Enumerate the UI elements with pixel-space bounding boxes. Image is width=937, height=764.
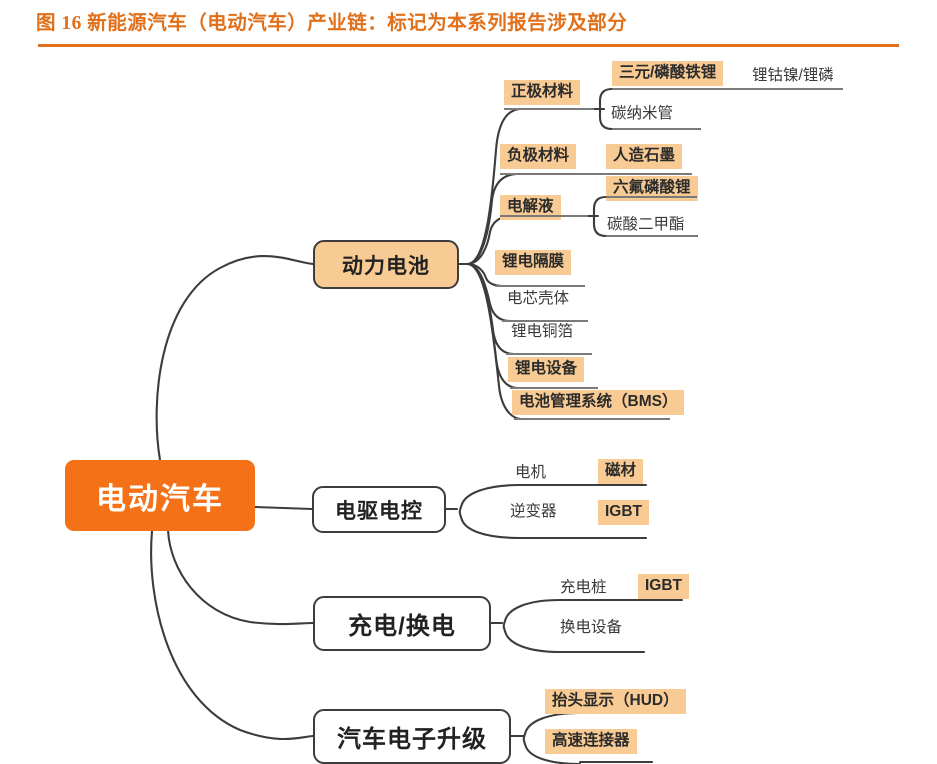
underline-dmc <box>606 235 697 237</box>
underline-battery-equipment <box>510 387 598 389</box>
leaf-motor[interactable]: 电机 <box>515 464 547 481</box>
leaf-magnetic-material[interactable]: 磁材 <box>598 459 644 484</box>
title-divider <box>38 44 899 47</box>
underline-cathode <box>504 108 594 110</box>
underline-ternary-lfp <box>612 88 843 90</box>
leaf-ternary-lfp[interactable]: 三元/磷酸铁锂 <box>612 61 724 86</box>
leaf-carbon-nanotube[interactable]: 碳纳米管 <box>611 105 674 122</box>
leaf-cell-case[interactable]: 电芯壳体 <box>507 290 570 307</box>
branch-node-auto-electronics[interactable]: 汽车电子升级 <box>313 709 511 764</box>
leaf-bms[interactable]: 电池管理系统（BMS） <box>512 390 685 415</box>
figure-title-bar: 图 16 新能源汽车（电动汽车）产业链：标记为本系列报告涉及部分 <box>0 0 937 56</box>
root-node-electric-vehicle[interactable]: 电动汽车 <box>65 460 255 531</box>
underline-separator <box>495 285 585 287</box>
underline-lihfp <box>606 196 697 198</box>
underline-anode <box>500 173 692 175</box>
edge-root-auto-electronics <box>150 529 315 741</box>
leaf-charging-pile[interactable]: 充电桩 <box>560 579 607 596</box>
branch-node-label: 汽车电子升级 <box>337 726 487 753</box>
leaf-artificial-graphite[interactable]: 人造石墨 <box>606 144 683 169</box>
leaf-cathode-material[interactable]: 正极材料 <box>504 80 581 105</box>
leaf-igbt-edrive[interactable]: IGBT <box>598 500 650 525</box>
underline-carbon-nanotube <box>612 128 700 130</box>
edge-root-edrive <box>253 505 314 511</box>
leaf-separator[interactable]: 锂电隔膜 <box>495 250 572 275</box>
branch-node-charging[interactable]: 充电/换电 <box>313 596 491 651</box>
branch-node-label: 充电/换电 <box>348 613 456 640</box>
underline-cell-case <box>502 320 588 322</box>
leaf-dimethyl-carbonate[interactable]: 碳酸二甲酯 <box>607 216 685 233</box>
root-node-label: 电动汽车 <box>96 482 224 516</box>
underline-electrolyte <box>500 215 588 217</box>
underline-bms <box>514 418 670 420</box>
leaf-hud[interactable]: 抬头显示（HUD） <box>545 689 686 714</box>
branch-node-power-battery[interactable]: 动力电池 <box>313 240 459 289</box>
page-title: 图 16 新能源汽车（电动汽车）产业链：标记为本系列报告涉及部分 <box>36 13 628 34</box>
leaf-copper-foil[interactable]: 锂电铜箔 <box>511 323 574 340</box>
branch-node-edrive[interactable]: 电驱电控 <box>312 486 446 533</box>
edge-root-charging <box>166 528 315 626</box>
leaf-lithium-cobalt-nickel[interactable]: 锂钴镍/锂磷 <box>752 67 834 84</box>
leaf-inverter[interactable]: 逆变器 <box>510 503 557 520</box>
leaf-igbt-charging[interactable]: IGBT <box>638 574 690 599</box>
underline-copper-foil <box>506 353 592 355</box>
edge-charging-split <box>502 598 562 654</box>
leaf-swap-equipment[interactable]: 换电设备 <box>560 619 623 636</box>
branch-node-label: 动力电池 <box>342 254 430 278</box>
leaf-battery-equipment[interactable]: 锂电设备 <box>508 357 585 382</box>
leaf-high-speed-connector[interactable]: 高速连接器 <box>545 729 637 754</box>
edge-root-power-battery <box>155 255 315 462</box>
edge-battery-cathode <box>466 107 522 266</box>
leaf-anode-material[interactable]: 负极材料 <box>500 144 577 169</box>
branch-node-label: 电驱电控 <box>335 499 423 523</box>
